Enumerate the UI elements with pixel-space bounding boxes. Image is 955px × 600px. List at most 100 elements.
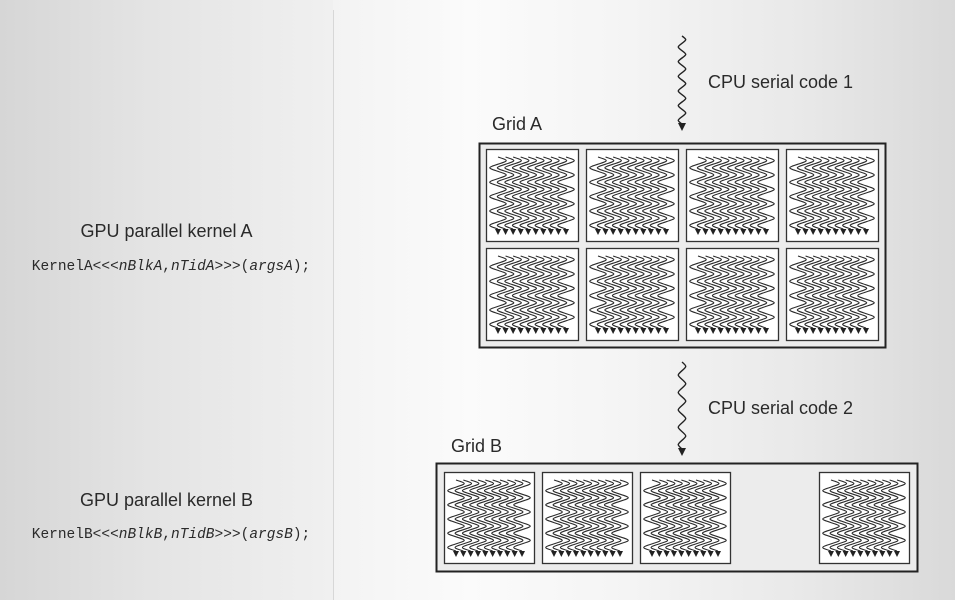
thread-arrow-icon — [863, 229, 869, 235]
thread — [719, 255, 738, 334]
thread-arrow-icon — [495, 328, 501, 334]
thread — [696, 255, 715, 334]
grid-b-label: Grid B — [451, 436, 503, 456]
kernel-a-args: argsA — [249, 259, 293, 275]
kernel-b-end: ); — [292, 527, 311, 543]
thread — [665, 479, 683, 557]
thread — [880, 479, 899, 557]
thread-arrow-icon — [847, 229, 854, 235]
arrowhead-icon — [678, 448, 686, 456]
thread — [498, 479, 517, 557]
thread — [789, 156, 807, 235]
thread — [504, 156, 522, 235]
thread — [689, 255, 707, 334]
thread — [489, 156, 507, 235]
thread-arrow-icon — [510, 328, 517, 334]
thread — [657, 255, 675, 334]
grid-b — [435, 462, 919, 573]
thread — [858, 479, 877, 557]
thread-block — [585, 148, 680, 243]
thread — [726, 156, 745, 235]
kernel-b-close: >>>( — [214, 527, 250, 543]
thread-arrow-icon — [810, 328, 817, 334]
thread — [496, 156, 515, 235]
thread — [866, 479, 884, 557]
thread-arrow-icon — [832, 328, 839, 334]
thread-arrow-icon — [802, 229, 809, 235]
thread-arrow-icon — [755, 229, 762, 235]
thread-arrow-icon — [857, 551, 864, 557]
thread — [822, 479, 840, 557]
thread-arrow-icon — [725, 328, 732, 334]
thread-arrow-icon — [663, 551, 670, 557]
cpu-serial-code-1-label: CPU serial code 1 — [708, 72, 854, 92]
thread-arrow-icon — [810, 229, 817, 235]
thread — [857, 255, 875, 334]
thread-arrow-icon — [795, 229, 801, 235]
thread — [849, 255, 868, 334]
thread-arrow-icon — [840, 328, 847, 334]
thread — [489, 255, 507, 334]
thread-arrow-icon — [763, 229, 769, 235]
thread-arrow-icon — [702, 328, 709, 334]
thread — [552, 479, 571, 557]
thread-arrow-icon — [497, 551, 503, 557]
thread-arrow-icon — [519, 551, 525, 557]
thread-arrow-icon — [817, 328, 824, 334]
thread — [476, 479, 495, 557]
thread — [657, 479, 676, 557]
thread — [589, 479, 607, 557]
thread — [849, 156, 868, 235]
thread-arrow-icon — [540, 229, 547, 235]
thread — [534, 255, 553, 334]
kernel-a-open: <<< — [92, 259, 119, 275]
thread — [626, 255, 645, 334]
thread-arrow-icon — [558, 551, 565, 557]
thread — [749, 255, 768, 334]
grid-a-label: Grid A — [492, 114, 543, 134]
thread — [689, 156, 707, 235]
thread — [511, 156, 530, 235]
thread-arrow-icon — [740, 328, 747, 334]
thread — [701, 479, 720, 557]
thread-arrow-icon — [460, 551, 467, 557]
thread — [634, 255, 653, 334]
thread-arrow-icon — [747, 229, 754, 235]
thread — [804, 255, 822, 334]
thread-arrow-icon — [453, 551, 459, 557]
thread — [519, 156, 538, 235]
thread-arrow-icon — [855, 229, 862, 235]
thread-arrow-icon — [795, 328, 801, 334]
thread-arrow-icon — [647, 328, 654, 334]
thread-arrow-icon — [517, 229, 524, 235]
thread-arrow-icon — [825, 229, 832, 235]
thread — [496, 255, 515, 334]
thread — [789, 255, 807, 334]
thread — [534, 156, 553, 235]
kernel-b-name: KernelB — [31, 527, 93, 543]
cpu-serial-code-2-label: CPU serial code 2 — [708, 398, 854, 418]
thread-arrow-icon — [467, 551, 474, 557]
thread-arrow-icon — [602, 551, 609, 557]
thread-arrow-icon — [710, 229, 717, 235]
thread-arrow-icon — [610, 328, 617, 334]
thread-block — [639, 471, 732, 565]
thread-arrow-icon — [547, 328, 554, 334]
thread — [842, 156, 860, 235]
thread — [679, 479, 698, 557]
thread — [842, 255, 860, 334]
thread — [829, 479, 848, 557]
kernel-a-end: ); — [292, 259, 311, 275]
thread-arrow-icon — [685, 551, 692, 557]
kernel-b-arg1: nBlkB — [118, 527, 163, 543]
thread — [888, 479, 906, 557]
thread — [511, 255, 530, 334]
thread — [526, 156, 545, 235]
thread-arrow-icon — [842, 551, 849, 557]
thread-arrow-icon — [617, 229, 624, 235]
thread-arrow-icon — [563, 229, 569, 235]
thread — [726, 255, 745, 334]
thread-arrow-icon — [495, 229, 501, 235]
thread-arrow-icon — [835, 551, 842, 557]
